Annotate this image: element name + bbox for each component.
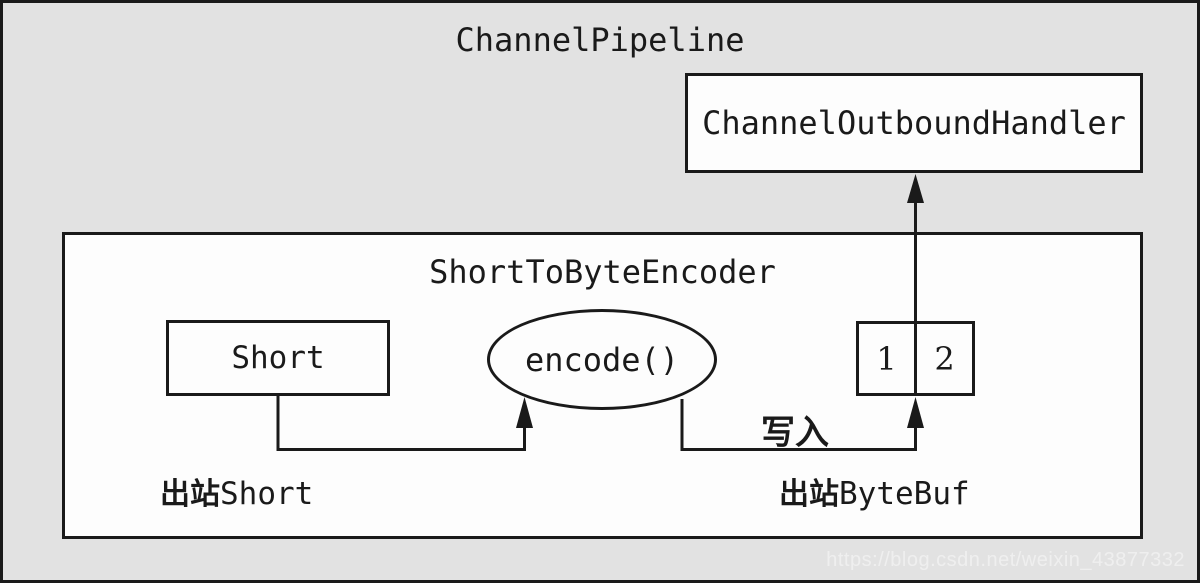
outbound-bytebuf-caption: 出站ByteBuf <box>779 469 970 513</box>
outbound-bytebuf-caption-prefix: 出站 <box>779 477 839 512</box>
channel-outbound-handler-box: ChannelOutboundHandler <box>685 73 1143 173</box>
outbound-short-caption-code: Short <box>220 476 314 512</box>
bytebuf-cell-1: 1 <box>876 339 897 378</box>
outbound-short-caption-prefix: 出站 <box>160 477 220 512</box>
pipeline-title: ChannelPipeline <box>455 21 745 59</box>
bytebuf-cell-2: 2 <box>914 324 972 393</box>
channel-outbound-handler-label: ChannelOutboundHandler <box>702 104 1126 142</box>
csdn-watermark: https://blog.csdn.net/weixin_43877332 <box>826 549 1185 571</box>
short-message-box: Short <box>166 320 390 396</box>
arrowhead-bytebuf-to-handler <box>907 174 924 203</box>
encode-method-label: encode() <box>524 340 680 379</box>
short-to-byte-encoder-title: ShortToByteEncoder <box>429 253 776 291</box>
outbound-short-caption: 出站Short <box>160 469 313 513</box>
encode-method-ellipse: encode() <box>487 309 717 410</box>
bytebuf-cells-box: 1 2 <box>856 321 975 396</box>
outbound-bytebuf-caption-code: ByteBuf <box>839 476 970 512</box>
short-message-label: Short <box>231 340 325 376</box>
write-label: 写入 <box>761 413 829 453</box>
